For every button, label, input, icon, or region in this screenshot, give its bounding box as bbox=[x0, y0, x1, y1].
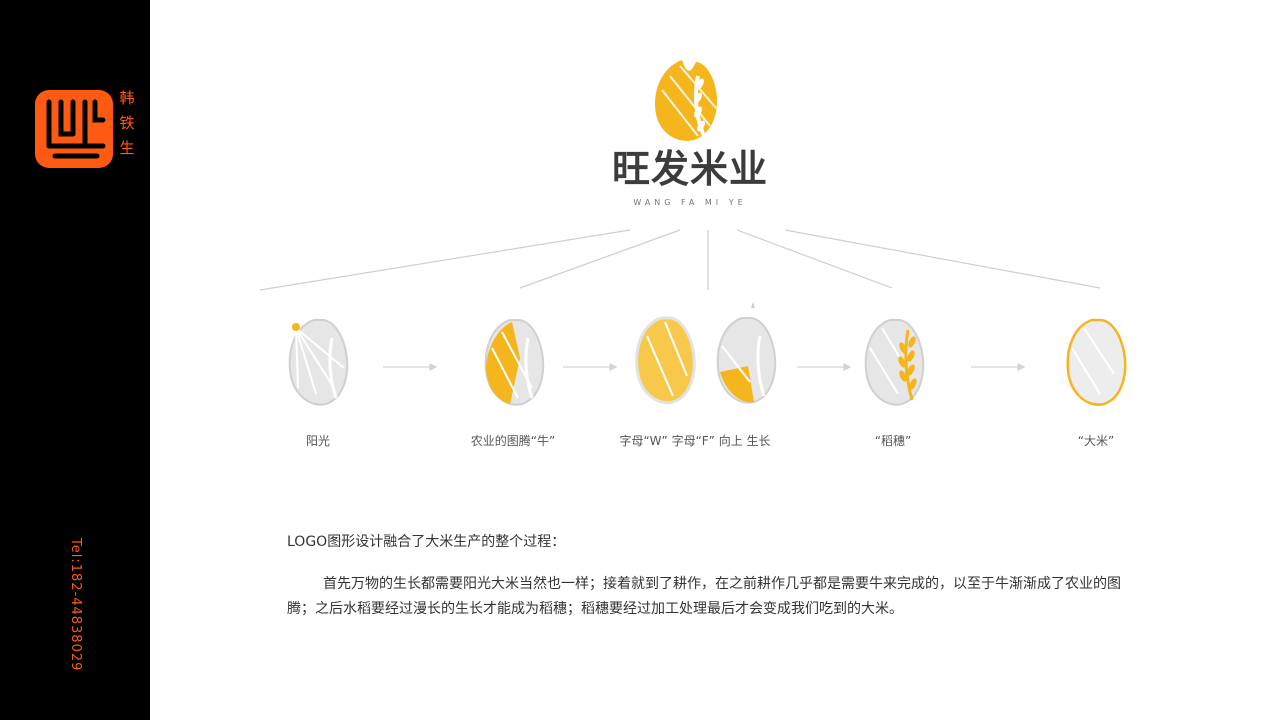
connector-line bbox=[784, 229, 1101, 289]
arrow-icon bbox=[563, 363, 618, 371]
step-caption: 阳光 bbox=[305, 434, 331, 448]
step-caption: 字母“W” 字母“F” 向上 生长 bbox=[619, 434, 771, 448]
description-body: 首先万物的生长都需要阳光大米当然也一样；接着就到了耕作，在之前耕作几乎都是需要牛… bbox=[287, 576, 1121, 617]
arrow-icon bbox=[971, 363, 1026, 371]
arrow-icon bbox=[797, 363, 852, 371]
connector-line bbox=[519, 229, 681, 289]
description-intro: LOGO图形设计融合了大米生产的整个过程： bbox=[287, 534, 566, 550]
upward-indicator-icon bbox=[751, 302, 755, 308]
telephone: Tel:182-44838029 bbox=[68, 538, 83, 672]
step-caption: “稻穗” bbox=[874, 434, 912, 448]
step-caption: “大米” bbox=[1077, 434, 1115, 448]
step-letter-w-icon bbox=[635, 316, 696, 405]
step-rice-ear-icon bbox=[864, 319, 925, 406]
brand-seal-logo bbox=[35, 90, 113, 168]
step-rice-grain-icon bbox=[1066, 318, 1127, 406]
step-sun-icon bbox=[288, 319, 349, 406]
brand-char: 韩 bbox=[119, 89, 135, 107]
connector-line bbox=[736, 229, 893, 289]
step-letter-f-icon bbox=[716, 317, 777, 404]
main-rice-logo-icon bbox=[655, 60, 718, 141]
logo-subtitle: WANG FA MI YE bbox=[633, 198, 747, 207]
brand-char: 铁 bbox=[119, 114, 135, 132]
connector-line bbox=[259, 229, 631, 291]
step-caption: 农业的图腾“牛” bbox=[470, 434, 556, 448]
step-ox-totem-icon bbox=[484, 319, 545, 406]
sidebar: 韩 铁 生 Tel:182-44838029 bbox=[0, 0, 150, 720]
brand-char: 生 bbox=[119, 139, 135, 157]
arrow-icon bbox=[383, 363, 438, 371]
logo-title: 旺发米业 bbox=[611, 147, 768, 191]
description: LOGO图形设计融合了大米生产的整个过程： 首先万物的生长都需要阳光大米当然也一… bbox=[287, 530, 1147, 622]
brand-name: 韩 铁 生 bbox=[118, 86, 136, 161]
